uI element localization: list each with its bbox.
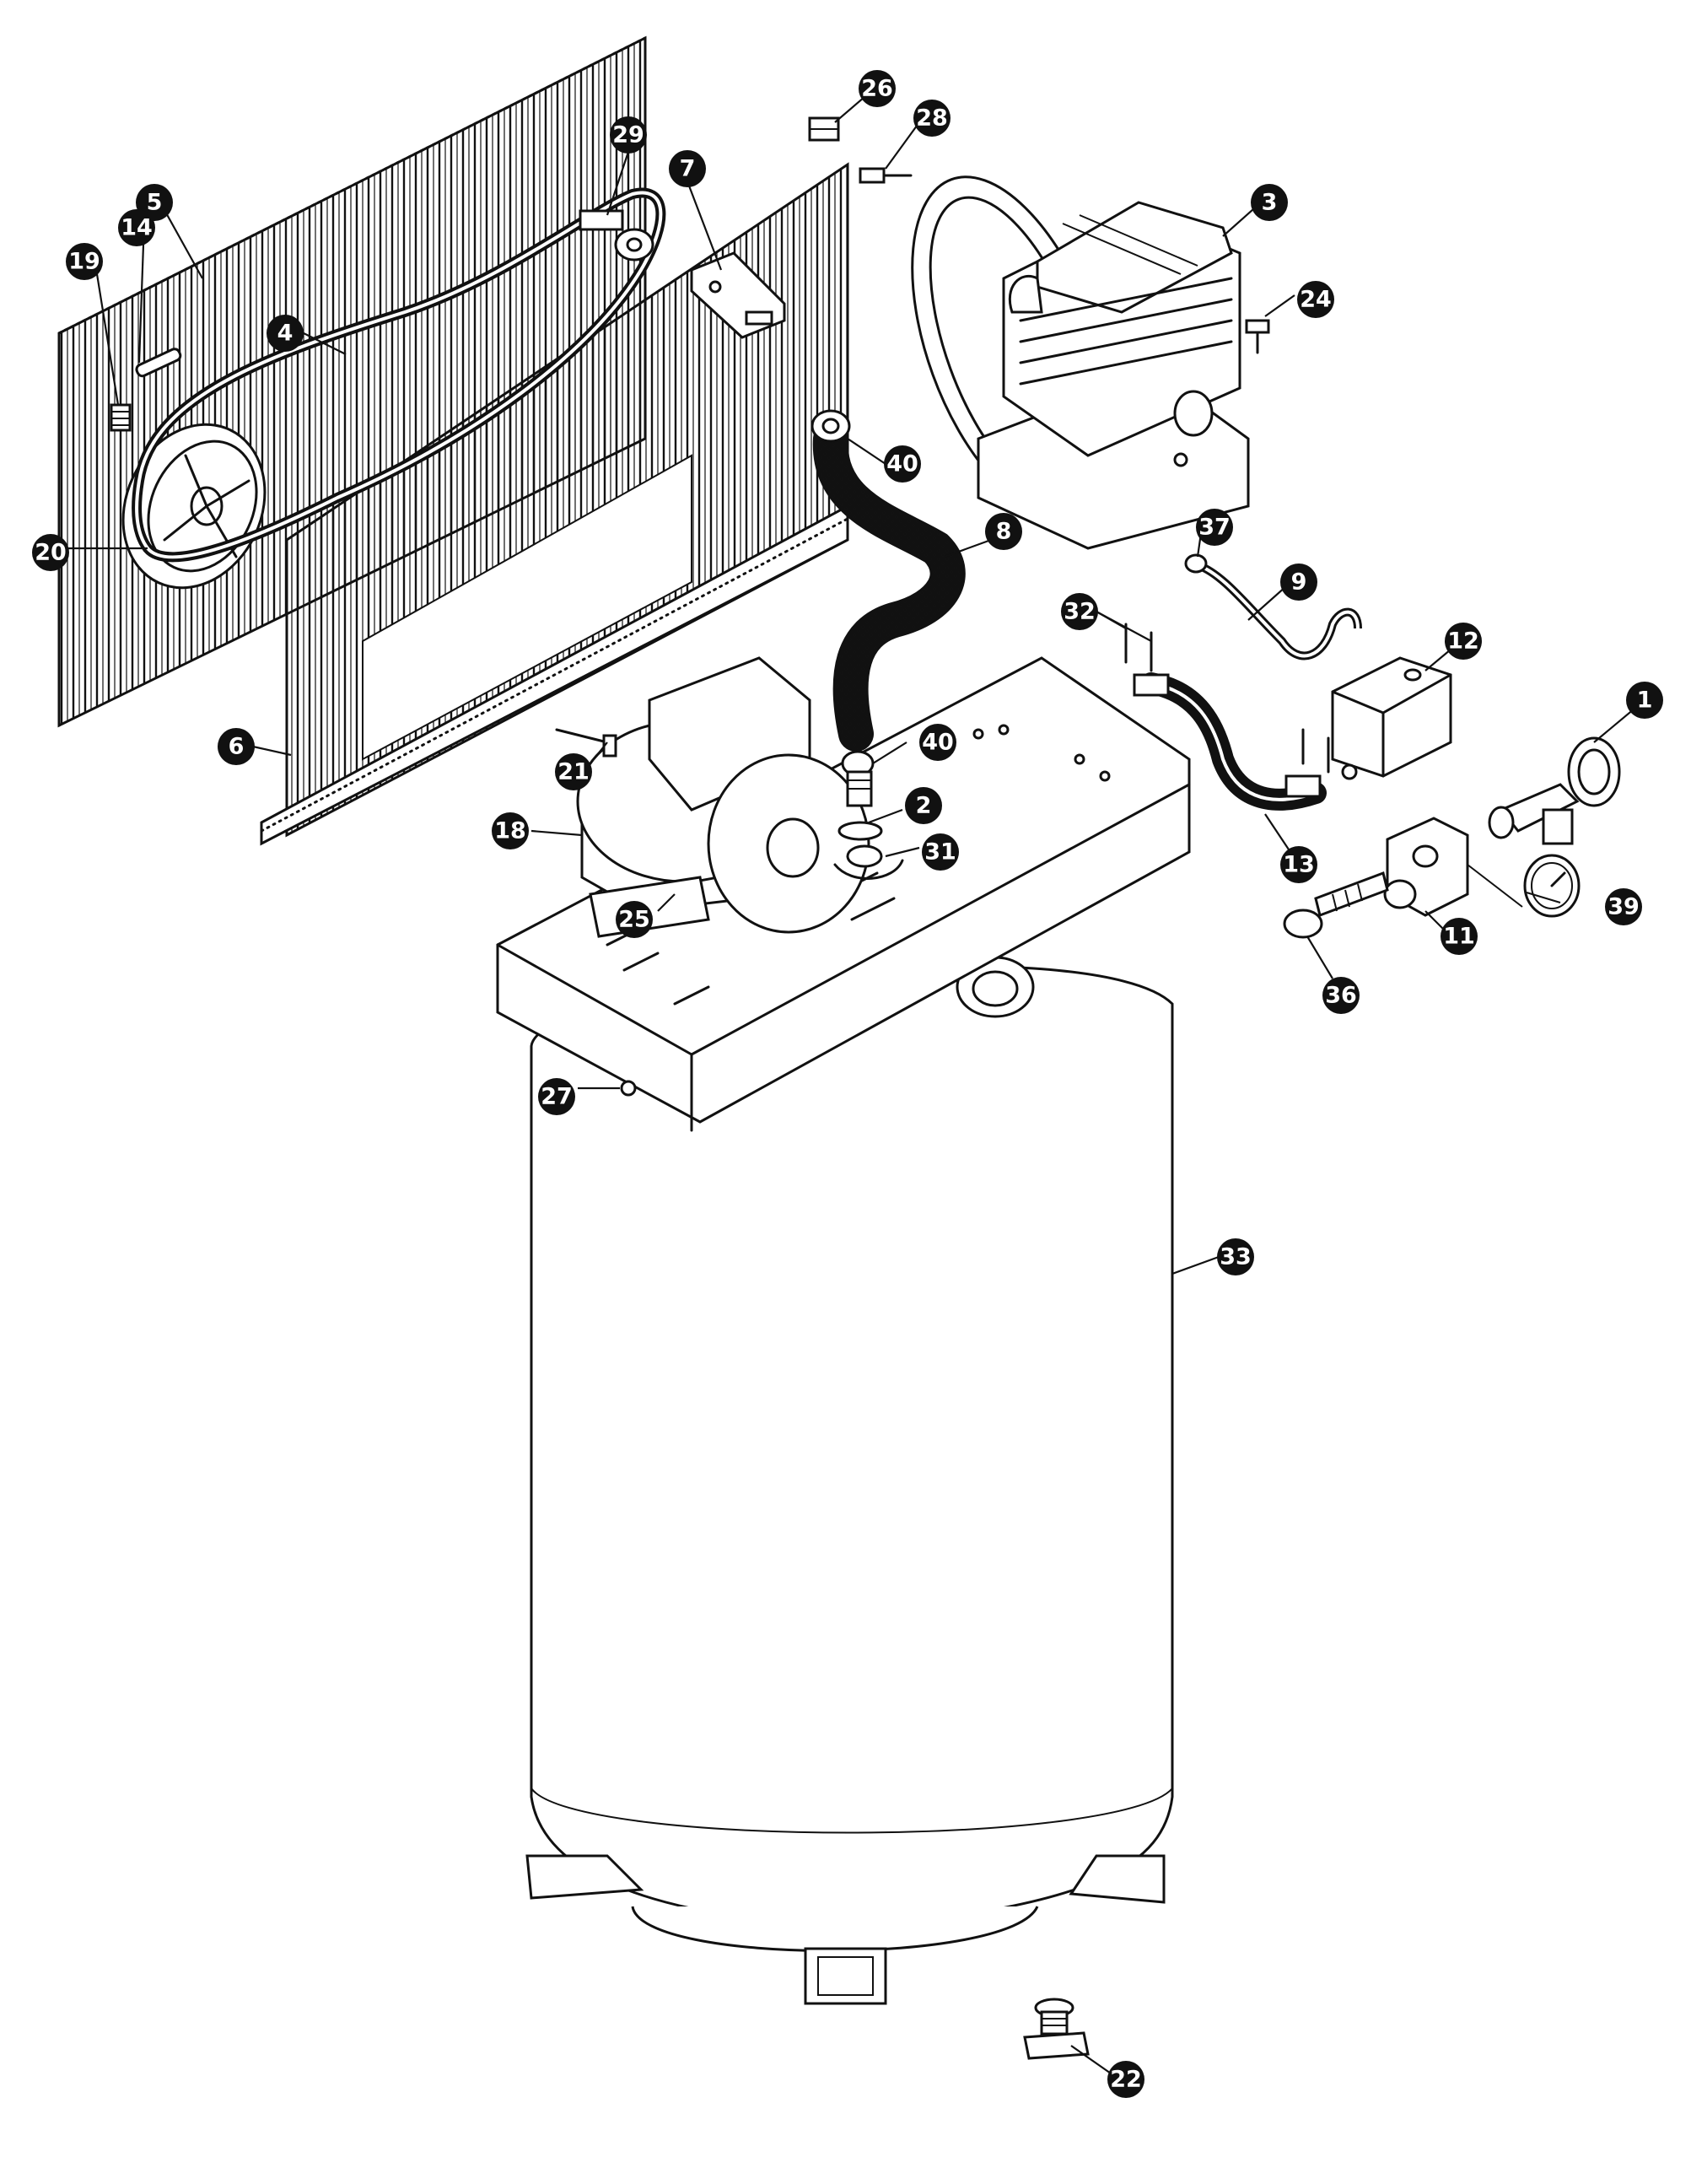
svg-text:4: 4 <box>277 321 294 347</box>
svg-text:7: 7 <box>680 156 696 182</box>
svg-text:36: 36 <box>1325 983 1357 1009</box>
svg-text:26: 26 <box>861 76 893 102</box>
callout-24: 24 <box>1297 281 1334 318</box>
svg-text:14: 14 <box>121 215 153 241</box>
clip-part <box>808 116 840 142</box>
svg-text:24: 24 <box>1300 287 1332 313</box>
callout-39: 39 <box>1605 888 1642 925</box>
svg-text:27: 27 <box>541 1084 573 1110</box>
mounting-bracket-part <box>690 251 786 339</box>
svg-text:29: 29 <box>612 122 644 148</box>
callout-20: 20 <box>32 534 69 571</box>
callout-40-lower: 40 <box>919 724 956 761</box>
svg-text:8: 8 <box>996 519 1012 545</box>
svg-text:13: 13 <box>1283 852 1315 878</box>
discharge-tube <box>810 409 966 752</box>
svg-text:1: 1 <box>1637 688 1653 714</box>
callout-8: 8 <box>985 513 1022 550</box>
belt-guard-front-panel <box>260 162 849 846</box>
svg-text:37: 37 <box>1198 515 1231 541</box>
svg-text:40: 40 <box>922 730 954 756</box>
svg-text:18: 18 <box>494 818 526 844</box>
svg-text:22: 22 <box>1110 2067 1142 2093</box>
screw-part <box>859 167 913 184</box>
svg-text:20: 20 <box>35 540 67 566</box>
outlet-fitting <box>1488 736 1621 845</box>
callout-3: 3 <box>1251 184 1288 221</box>
callout-27: 27 <box>538 1078 575 1115</box>
callout-32: 32 <box>1061 593 1098 630</box>
callout-31: 31 <box>922 833 959 871</box>
drain-valve <box>1023 1998 1090 2060</box>
svg-text:9: 9 <box>1291 569 1307 596</box>
pressure-gauge <box>1467 854 1581 918</box>
callout-11: 11 <box>1441 918 1478 955</box>
key-part <box>135 348 182 378</box>
leader-lines <box>67 96 1645 2076</box>
svg-text:3: 3 <box>1262 190 1278 216</box>
electric-motor <box>555 656 870 938</box>
callout-25: 25 <box>616 901 653 938</box>
callout-19: 19 <box>66 243 103 280</box>
svg-text:32: 32 <box>1064 599 1096 625</box>
svg-text:39: 39 <box>1608 894 1640 920</box>
svg-text:19: 19 <box>68 249 100 275</box>
callout-29: 29 <box>610 116 647 154</box>
callout-2: 2 <box>905 787 942 824</box>
unloader-tube <box>1184 553 1362 661</box>
callout-6: 6 <box>218 728 255 765</box>
clamp-screws <box>1124 623 1330 774</box>
svg-text:5: 5 <box>147 190 163 216</box>
callout-37: 37 <box>1196 509 1233 546</box>
callout-14: 14 <box>118 209 155 246</box>
safety-valve <box>1283 871 1389 939</box>
svg-text:25: 25 <box>618 907 650 933</box>
svg-text:33: 33 <box>1220 1244 1252 1270</box>
pump-bolt-part <box>1245 319 1270 354</box>
callout-36: 36 <box>1322 977 1360 1014</box>
callout-7: 7 <box>669 150 706 187</box>
svg-text:28: 28 <box>916 105 948 132</box>
callout-4: 4 <box>267 315 304 352</box>
callout-40-upper: 40 <box>884 445 921 483</box>
callout-21: 21 <box>555 753 592 790</box>
callout-22: 22 <box>1107 2061 1144 2098</box>
callout-9: 9 <box>1280 564 1317 601</box>
callout-28: 28 <box>913 100 951 137</box>
callout-13: 13 <box>1280 846 1317 883</box>
svg-text:12: 12 <box>1447 628 1479 655</box>
v-belt <box>132 187 666 563</box>
svg-text:6: 6 <box>229 734 245 760</box>
manifold <box>1383 817 1469 917</box>
pressure-switch <box>1331 656 1452 780</box>
svg-text:11: 11 <box>1443 924 1475 950</box>
callout-12: 12 <box>1445 623 1482 660</box>
check-valve <box>833 750 904 880</box>
set-screw-part <box>110 403 132 432</box>
compressor-pump <box>911 175 1250 550</box>
callout-26: 26 <box>859 70 896 107</box>
power-cord <box>1133 672 1327 811</box>
pulley-bolt-part <box>579 209 654 262</box>
callout-1: 1 <box>1626 682 1663 719</box>
air-tank <box>525 956 1174 2005</box>
callout-18: 18 <box>492 812 529 849</box>
svg-text:21: 21 <box>557 759 590 785</box>
svg-text:31: 31 <box>924 839 956 866</box>
callout-33: 33 <box>1217 1238 1254 1275</box>
svg-text:2: 2 <box>916 793 932 819</box>
svg-text:40: 40 <box>886 451 918 477</box>
